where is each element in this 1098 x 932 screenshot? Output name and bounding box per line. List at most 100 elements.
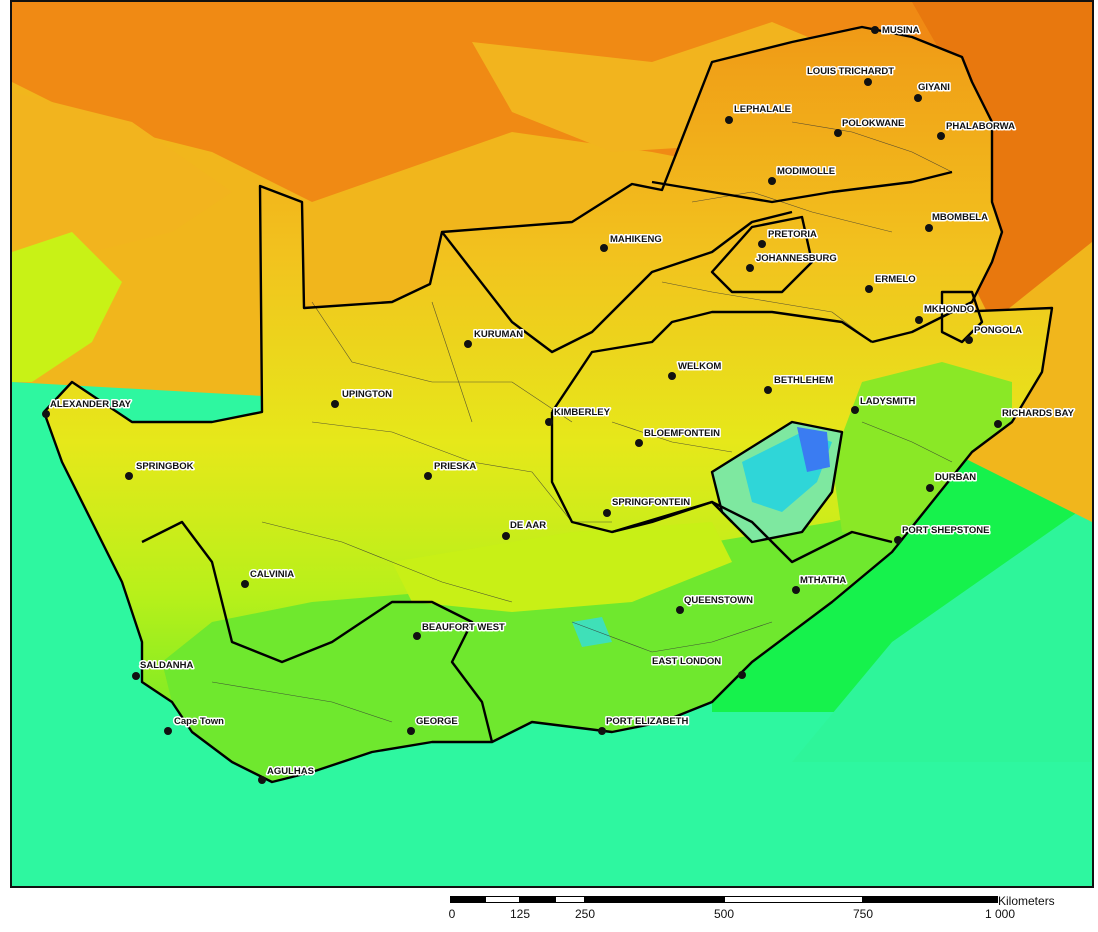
city-marker bbox=[746, 264, 754, 272]
city-label: EAST LONDON bbox=[652, 656, 721, 667]
city-marker bbox=[125, 472, 133, 480]
ocean-east-band bbox=[792, 502, 1092, 762]
city-marker bbox=[413, 632, 421, 640]
city-pretoria[interactable]: PRETORIA bbox=[758, 228, 819, 248]
city-marker bbox=[545, 418, 553, 426]
city-queenstown[interactable]: QUEENSTOWN bbox=[676, 594, 755, 614]
city-johannesburg[interactable]: JOHANNESBURG bbox=[746, 252, 838, 272]
city-label: QUEENSTOWN bbox=[684, 595, 753, 606]
city-mahikeng[interactable]: MAHIKENG bbox=[600, 233, 663, 252]
city-label: PONGOLA bbox=[974, 325, 1022, 336]
city-marker bbox=[600, 244, 608, 252]
scale-tick-label: 0 bbox=[448, 907, 456, 921]
city-label: LEPHALALE bbox=[734, 104, 791, 115]
city-kimberley[interactable]: KIMBERLEY bbox=[545, 406, 612, 426]
city-label: MAHIKENG bbox=[610, 234, 662, 245]
city-springbok[interactable]: SPRINGBOK bbox=[125, 460, 195, 480]
city-marker bbox=[768, 177, 776, 185]
city-mkhondo[interactable]: MKHONDO bbox=[915, 303, 976, 324]
city-label: GEORGE bbox=[416, 716, 458, 727]
city-agulhas[interactable]: AGULHAS bbox=[258, 765, 315, 784]
city-label: PORT SHEPSTONE bbox=[902, 525, 989, 536]
city-marker bbox=[871, 26, 879, 34]
city-giyani[interactable]: GIYANI bbox=[914, 81, 951, 102]
city-lephalale[interactable]: LEPHALALE bbox=[725, 103, 793, 124]
land-west-green bbox=[12, 232, 122, 382]
city-label: Cape Town bbox=[174, 716, 224, 727]
city-calvinia[interactable]: CALVINIA bbox=[241, 568, 296, 588]
city-label: ERMELO bbox=[875, 274, 916, 285]
city-label: PRETORIA bbox=[768, 229, 817, 240]
city-label: MBOMBELA bbox=[932, 212, 988, 223]
city-port-shepstone[interactable]: PORT SHEPSTONE bbox=[894, 524, 991, 544]
city-mbombela[interactable]: MBOMBELA bbox=[925, 211, 990, 232]
city-mthatha[interactable]: MTHATHA bbox=[792, 574, 848, 594]
city-prieska[interactable]: PRIESKA bbox=[424, 460, 478, 480]
city-label: AGULHAS bbox=[267, 766, 314, 777]
city-welkom[interactable]: WELKOM bbox=[668, 360, 723, 380]
city-label: DE AAR bbox=[510, 520, 546, 531]
city-pongola[interactable]: PONGOLA bbox=[965, 324, 1024, 344]
map-frame: MUSINA LOUIS TRICHARDT GIYANI LEPHALALE … bbox=[10, 0, 1094, 888]
city-marker bbox=[603, 509, 611, 517]
city-marker bbox=[914, 94, 922, 102]
city-label: PHALABORWA bbox=[946, 121, 1015, 132]
city-label: PRIESKA bbox=[434, 461, 476, 472]
city-saldanha[interactable]: SALDANHA bbox=[132, 659, 195, 680]
city-label: BETHLEHEM bbox=[774, 375, 833, 386]
city-marker bbox=[598, 727, 606, 735]
city-marker bbox=[865, 285, 873, 293]
city-de-aar[interactable]: DE AAR bbox=[502, 519, 548, 540]
city-marker bbox=[164, 727, 172, 735]
province-borders bbox=[42, 25, 1054, 784]
city-label: RICHARDS BAY bbox=[1002, 408, 1075, 419]
city-port-elizabeth[interactable]: PORT ELIZABETH bbox=[598, 715, 690, 735]
city-marker bbox=[915, 316, 923, 324]
city-modimolle[interactable]: MODIMOLLE bbox=[768, 165, 837, 185]
city-springfontein[interactable]: SPRINGFONTEIN bbox=[603, 496, 692, 517]
city-durban[interactable]: DURBAN bbox=[926, 471, 978, 492]
lesotho-coldest bbox=[797, 427, 830, 472]
city-marker bbox=[725, 116, 733, 124]
scale-tick-label: 125 bbox=[509, 907, 531, 921]
city-marker bbox=[258, 776, 266, 784]
scale-tick-label: 750 bbox=[852, 907, 874, 921]
city-polokwane[interactable]: POLOKWANE bbox=[834, 117, 906, 137]
city-phalaborwa[interactable]: PHALABORWA bbox=[937, 120, 1017, 140]
city-bethlehem[interactable]: BETHLEHEM bbox=[764, 374, 835, 394]
city-label: MODIMOLLE bbox=[777, 166, 835, 177]
scale-segment bbox=[863, 896, 998, 903]
city-ermelo[interactable]: ERMELO bbox=[865, 273, 917, 293]
city-label: LOUIS TRICHARDT bbox=[807, 66, 894, 77]
temperature-map[interactable]: MUSINA LOUIS TRICHARDT GIYANI LEPHALALE … bbox=[12, 2, 1092, 886]
land-interior-yellowgreen bbox=[392, 522, 732, 612]
scale-segment bbox=[450, 896, 485, 903]
city-label: POLOKWANE bbox=[842, 118, 904, 129]
city-beaufort-west[interactable]: BEAUFORT WEST bbox=[413, 621, 507, 640]
city-marker bbox=[864, 78, 872, 86]
city-label: BLOEMFONTEIN bbox=[644, 428, 720, 439]
city-cape-town[interactable]: Cape Town bbox=[164, 715, 226, 735]
city-east-london[interactable]: EAST LONDON bbox=[651, 655, 746, 679]
city-ladysmith[interactable]: LADYSMITH bbox=[851, 395, 917, 414]
city-marker bbox=[834, 129, 842, 137]
city-george[interactable]: GEORGE bbox=[407, 715, 459, 735]
city-label: SALDANHA bbox=[140, 660, 193, 671]
city-richards-bay[interactable]: RICHARDS BAY bbox=[994, 407, 1076, 428]
city-marker bbox=[994, 420, 1002, 428]
city-marker bbox=[764, 386, 772, 394]
city-label: MUSINA bbox=[882, 25, 920, 36]
city-kuruman[interactable]: KURUMAN bbox=[464, 328, 525, 348]
city-marker bbox=[676, 606, 684, 614]
city-label: CALVINIA bbox=[250, 569, 294, 580]
city-marker bbox=[894, 536, 902, 544]
city-alexander-bay[interactable]: ALEXANDER BAY bbox=[42, 398, 133, 418]
city-marker bbox=[926, 484, 934, 492]
city-marker bbox=[42, 410, 50, 418]
city-musina[interactable]: MUSINA bbox=[871, 24, 921, 38]
scale-tick-label: 1 000 bbox=[984, 907, 1016, 921]
city-upington[interactable]: UPINGTON bbox=[331, 388, 394, 408]
city-louis-trichardt[interactable]: LOUIS TRICHARDT bbox=[806, 65, 896, 86]
scale-segment bbox=[555, 896, 585, 903]
city-bloemfontein[interactable]: BLOEMFONTEIN bbox=[635, 427, 722, 447]
